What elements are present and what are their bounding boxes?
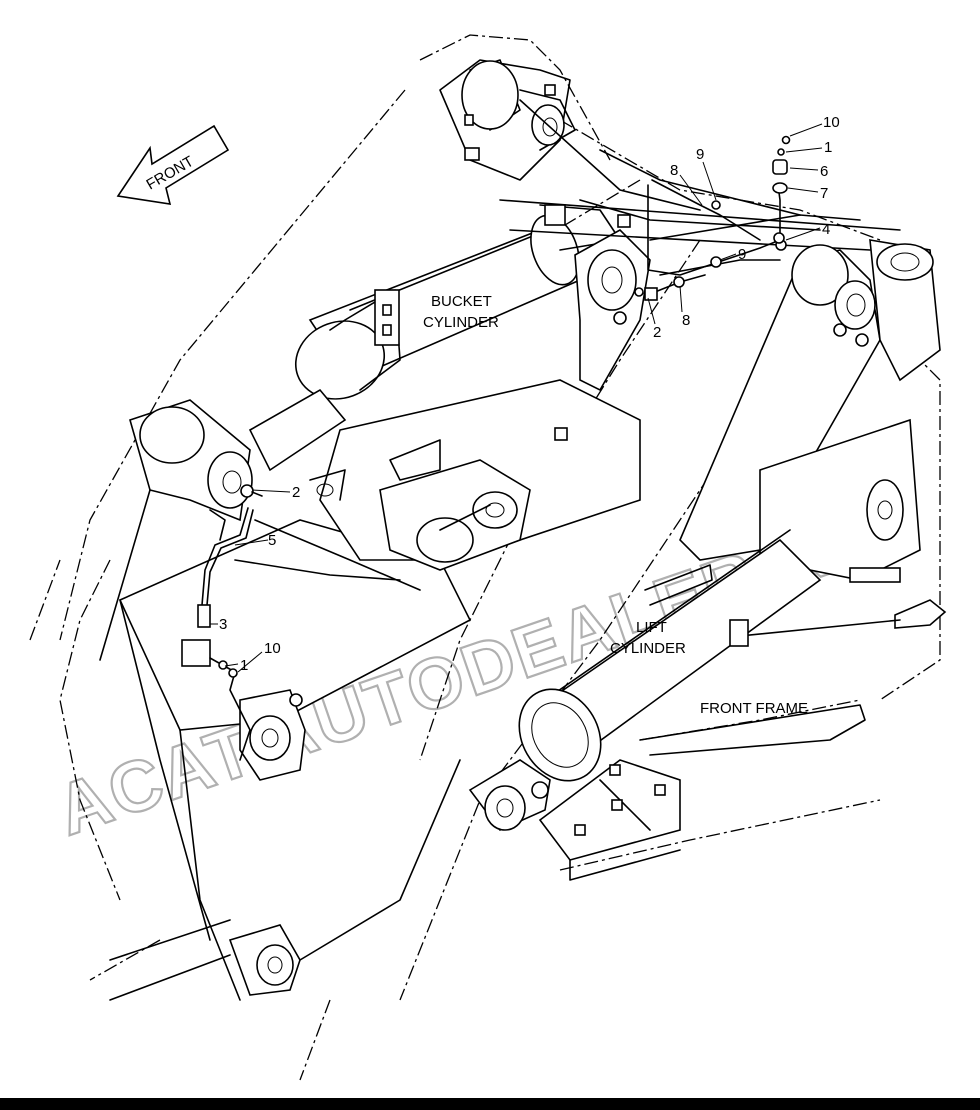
- callout-1-top: 1: [824, 139, 832, 156]
- callout-8-top: 8: [670, 162, 678, 179]
- callout-9-mid: 9: [738, 246, 746, 263]
- bucket-cylinder-rod-eye: [574, 229, 651, 392]
- tilt-lever: [99, 399, 253, 661]
- center-cross-member: [309, 379, 641, 571]
- front-frame: [639, 239, 947, 756]
- callout-2-left: 2: [292, 484, 300, 501]
- callout-10-top: 10: [823, 114, 840, 131]
- callout-10-low: 10: [264, 640, 281, 657]
- grease-lines-upper: [634, 179, 787, 301]
- lift-cylinder: [468, 529, 822, 831]
- component-labels: BUCKET CYLINDER LIFT CYLINDER FRONT FRAM…: [423, 293, 808, 717]
- front-frame-label: FRONT FRAME: [700, 700, 808, 717]
- front-arrow: FRONT: [116, 124, 230, 205]
- right-lift-arm: [679, 244, 881, 561]
- bucket-cylinder-label-line1: BUCKET: [431, 293, 492, 310]
- lift-cylinder-bracket: [538, 759, 681, 881]
- grease-lines-left: [181, 484, 491, 761]
- callout-4: 4: [822, 221, 830, 238]
- callout-1-low: 1: [240, 657, 248, 674]
- fittings-stack: [772, 135, 791, 244]
- bell-crank-tower: [439, 59, 801, 216]
- callout-5: 5: [268, 532, 276, 549]
- callout-numbers: 10 1 6 7 4 9 8 9 2 8 2 5 3 1 10: [219, 114, 840, 674]
- callout-2-top: 2: [653, 324, 661, 341]
- callout-6: 6: [820, 163, 828, 180]
- callout-3: 3: [219, 616, 227, 633]
- left-lift-arm: [109, 519, 472, 1001]
- leader-lines: [210, 123, 823, 673]
- bucket-cylinder: [248, 204, 621, 472]
- callout-7: 7: [820, 185, 828, 202]
- callout-9-top: 9: [696, 146, 704, 163]
- lift-cylinder-label-line1: LIFT: [636, 619, 667, 636]
- bottom-border-bar: [0, 1098, 980, 1110]
- lift-cylinder-label-line2: CYLINDER: [610, 640, 686, 657]
- bucket-cylinder-label-line2: CYLINDER: [423, 314, 499, 331]
- callout-8-mid: 8: [682, 312, 690, 329]
